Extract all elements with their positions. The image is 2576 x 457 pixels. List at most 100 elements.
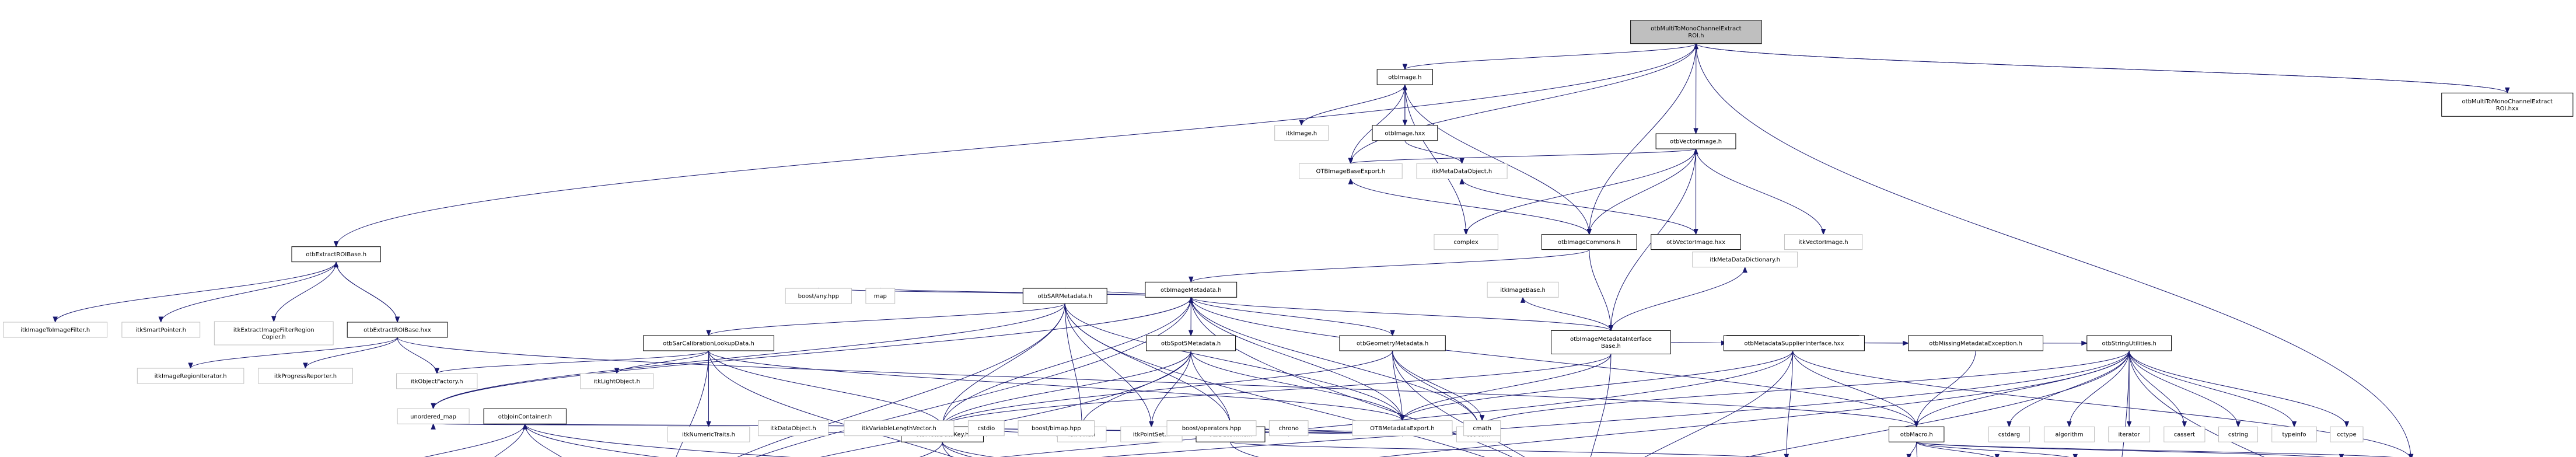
node-label: itkLightObject.h: [593, 378, 640, 385]
edge-otbImageMetadataInterfaceBase_h-to-itkMetaDataDictionary_h: [1610, 267, 1746, 331]
node-chrono: chrono: [1268, 420, 1309, 437]
node-box: [1889, 426, 1945, 442]
edges-layer: [53, 43, 2510, 457]
node-label: otbGeometryMetadata.h: [1357, 340, 1428, 347]
edge-otbSarCalibrationLookupData_h-to-itkObjectFactory_h: [436, 350, 709, 374]
edge-otbImageMetadata_h-to-otbGeometryMetadata_h: [1190, 297, 1393, 336]
node-itkNumericTraits-h: itkNumericTraits.h: [667, 426, 750, 442]
node-otbJoinContainer-h[interactable]: otbJoinContainer.h: [483, 408, 567, 424]
node-itkObjectFactory-h: itkObjectFactory.h: [396, 373, 478, 389]
node-box: [1908, 335, 2044, 351]
node-box: [1145, 281, 1238, 298]
edge-otbImageMetadata_h-to-OTBMetadataExport_h: [1190, 297, 1403, 421]
arrowhead-icon: [1520, 296, 1526, 303]
edge-otbJoinContainer_h-to-boost_range_begin_hpp: [494, 424, 526, 457]
node-label: itkProgressReporter.h: [274, 374, 337, 380]
node-otbExtractROIBase-hxx[interactable]: otbExtractROIBase.hxx: [347, 322, 448, 338]
edge-otbExtractROIBase_hxx-to-otbMacro_h: [397, 337, 1917, 427]
node-otbSpot5Metadata-h[interactable]: otbSpot5Metadata.h: [1146, 335, 1236, 351]
arrowhead-icon: [1693, 128, 1698, 135]
arrowhead-icon: [434, 368, 439, 375]
edge-otbVectorImage_hxx-to-itkMetaDataObject_h: [1462, 179, 1697, 235]
node-box: [785, 288, 852, 304]
edge-otbExtractROIBase_h-to-itkSmartPointer_h: [160, 261, 337, 323]
arrowhead-icon: [1149, 421, 1154, 428]
node-label: itkMetaDataDictionary.h: [1710, 257, 1780, 263]
node-box: [865, 288, 896, 304]
node-box: [1692, 252, 1798, 268]
edge-otbExtractROIBase_hxx-to-itkObjectFactory_h: [397, 337, 438, 374]
node-box: [2271, 426, 2317, 442]
node-box: [137, 368, 244, 384]
arrowhead-icon: [1994, 453, 2000, 457]
node-itkImageToImageFilter-h: itkImageToImageFilter.h: [3, 322, 108, 338]
node-label: itkImage.h: [1286, 130, 1317, 137]
edge-otbSARMetadata_h-to-otbMetaDataKey_h: [942, 303, 1065, 427]
arrowhead-icon: [2007, 421, 2012, 428]
node-otbImageMetadata-h[interactable]: otbImageMetadata.h: [1145, 281, 1238, 298]
edge-otbMetaDataKey_h-to-string: [942, 442, 994, 457]
node-otbImage-hxx[interactable]: otbImage.hxx: [1372, 125, 1438, 141]
edge-root-to-OTBImageBaseExport_h: [1350, 43, 1697, 164]
edge-otbGeometryMetadata_h-to-cmath: [1392, 350, 1483, 421]
edge-otbMetadataSupplierInterface_h-to-OTBMetadataExport_h: [1401, 350, 1794, 421]
edge-otbStringUtilities_h-to-cstring: [2128, 350, 2239, 427]
node-otbImageCommons-h[interactable]: otbImageCommons.h: [1541, 234, 1637, 250]
node-algorithm: algorithm: [2043, 426, 2095, 442]
edge-otbStringUtilities_h-to-cctype: [2128, 350, 2347, 427]
edge-root-to-otbExtractROIBase_h: [335, 43, 1697, 247]
arrowhead-icon: [1390, 330, 1395, 337]
edge-otbMetaDataKey_h-to-boost_lexical_cast_hpp: [942, 442, 973, 457]
node-box: [1541, 234, 1637, 250]
edge-otbStringUtilities_h-to-typeinfo: [2128, 350, 2295, 427]
node-otbStringUtilities-h[interactable]: otbStringUtilities.h: [2086, 335, 2172, 351]
edge-otbSARMetadata_h-to-otbDateTime_h: [1064, 303, 1231, 427]
node-box: [2108, 426, 2151, 442]
arrowhead-icon: [1402, 64, 1408, 71]
node-otbImage-h[interactable]: otbImage.h: [1376, 69, 1433, 85]
node-box: [1352, 420, 1453, 437]
node-otbVectorImage-hxx[interactable]: otbVectorImage.hxx: [1651, 234, 1741, 250]
edge-otbSARMetadata_h-to-itkPointSet_h: [1064, 303, 1152, 427]
node-otbGeometryMetadata-h[interactable]: otbGeometryMetadata.h: [1339, 335, 1446, 351]
node-otbMetadataSupplierInterface-hxx[interactable]: otbMetadataSupplierInterface.hxx: [1723, 335, 1865, 351]
node-box: [1463, 420, 1501, 437]
edge-otbJoinContainer_h-to-ostream: [525, 424, 660, 457]
arrowhead-icon: [303, 362, 308, 369]
node-label: otbVectorImage.hxx: [1666, 239, 1725, 246]
node-label: otbImageMetadataInterface: [1570, 336, 1652, 343]
node-label: cstdio: [977, 425, 995, 432]
node-label: itkDataObject.h: [770, 425, 816, 432]
arrowhead-icon: [1348, 158, 1354, 165]
node-label: boost/operators.hpp: [1182, 425, 1242, 432]
arrowhead-icon: [2344, 421, 2350, 428]
arrowhead-icon: [1479, 415, 1485, 422]
node-label: unordered_map: [410, 414, 456, 420]
node-otbExtractROIBase-h[interactable]: otbExtractROIBase.h: [291, 246, 381, 263]
edge-otbMacro_h-to-itkMacro_h: [1916, 441, 2394, 457]
node-box: [3, 322, 108, 338]
node-otbMacro-h[interactable]: otbMacro.h: [1889, 426, 1945, 442]
node-otbSarCalibrationLookupData-h[interactable]: otbSarCalibrationLookupData.h: [643, 335, 774, 351]
node-box: [396, 373, 478, 389]
node-label: OTBImageBaseExport.h: [1316, 169, 1386, 175]
node-cctype: cctype: [2330, 426, 2364, 442]
node-box: [258, 368, 353, 384]
node-label: otbExtractROIBase.h: [306, 252, 366, 258]
edge-otbSARMetadata_h-to-itkPoint_h: [1064, 303, 1082, 427]
node-label: itkImageRegionIterator.h: [155, 374, 227, 380]
edge-otbVectorImage_h-to-OTBImageBaseExport_h: [1350, 148, 1697, 164]
edge-otbImageMetadata_h-to-otbMetaDataKey_h: [942, 297, 1191, 427]
arrowhead-icon: [2081, 340, 2088, 346]
node-otbSARMetadata-h[interactable]: otbSARMetadata.h: [1022, 288, 1107, 304]
node-otbMissingMetadataException-h[interactable]: otbMissingMetadataException.h: [1908, 335, 2044, 351]
edge-otbImageMetadata_h-to-otbMacro_h: [1190, 297, 1917, 427]
node-box: [643, 335, 774, 351]
arrowhead-icon: [2291, 421, 2297, 428]
edge-otbMetaDataKey_h-to-vector: [919, 442, 943, 457]
node-otbVectorImage-h[interactable]: otbVectorImage.h: [1655, 133, 1736, 149]
node-box: [1166, 420, 1257, 437]
